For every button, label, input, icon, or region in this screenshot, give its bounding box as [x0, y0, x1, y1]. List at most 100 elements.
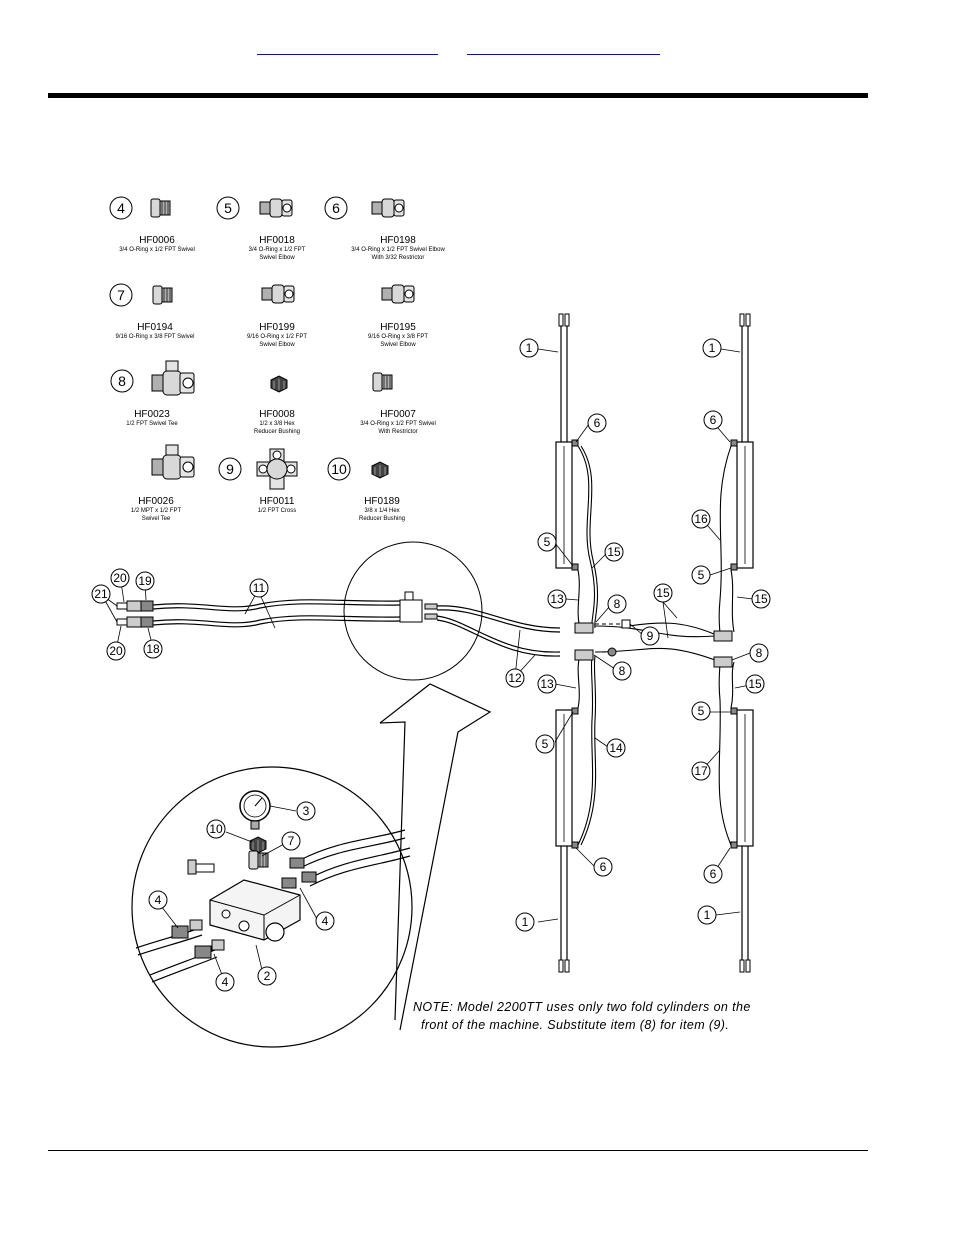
- svg-text:8: 8: [756, 646, 763, 660]
- part-desc-1: 3/4 O-Ring x 1/2 FPT Swivel Elbow: [351, 247, 445, 253]
- callout: 19: [135, 571, 155, 591]
- part-hf0195: HF0195 9/16 O-Ring x 3/8 FPT Swivel Elbo…: [368, 284, 428, 348]
- swivel-fitting-icon: [150, 198, 171, 218]
- part-number: HF0008: [259, 409, 295, 420]
- callout: 12: [505, 668, 525, 688]
- part-number: HF0007: [380, 409, 416, 420]
- callout: 20: [106, 641, 126, 661]
- callout: 3: [296, 801, 316, 821]
- item-number: 4: [117, 200, 125, 216]
- item-number: 7: [117, 287, 125, 303]
- callout: 9: [640, 626, 660, 646]
- item-balloon: [109, 283, 133, 307]
- svg-text:12: 12: [508, 671, 522, 685]
- callout: 8: [749, 643, 769, 663]
- header-rule: [48, 93, 868, 98]
- svg-text:4: 4: [322, 914, 329, 928]
- swivel-tee-icon: [151, 444, 195, 480]
- part-number: HF0018: [259, 235, 295, 246]
- part-number: HF0026: [138, 496, 174, 507]
- callout: 8: [607, 594, 627, 614]
- part-number: HF0199: [259, 322, 295, 333]
- part-item-7: 7 HF0194 9/16 O-Ring x 3/8 FPT Swivel: [109, 283, 195, 340]
- part-item-5: 5 HF0018 3/4 O-Ring x 1/2 FPT Swivel Elb…: [216, 196, 306, 261]
- elbow-fitting-icon: [261, 284, 295, 304]
- cross-fitting-icon: [256, 448, 298, 490]
- svg-text:6: 6: [710, 413, 717, 427]
- callout: 6: [587, 413, 607, 433]
- item-balloon: [110, 369, 134, 393]
- callout: 5: [691, 565, 711, 585]
- item-number: 5: [224, 200, 232, 216]
- part-item-9: 9 HF0011 1/2 FPT Cross: [218, 448, 298, 514]
- header-link-2[interactable]: [467, 40, 660, 55]
- item-balloon: [327, 457, 351, 481]
- note-line-2: front of the machine. Substitute item (8…: [421, 1018, 729, 1032]
- callout: 6: [593, 857, 613, 877]
- parts-legend: 4 HF0006 3/4 O-Ring x 1/2 FPT Swivel 5 H…: [109, 196, 445, 522]
- svg-text:15: 15: [748, 677, 762, 691]
- part-desc-2: Swivel Elbow: [259, 342, 295, 348]
- svg-text:8: 8: [619, 664, 626, 678]
- part-desc-1: 1/2 FPT Cross: [258, 508, 297, 514]
- callout: 1: [702, 338, 722, 358]
- callout: 15: [751, 589, 771, 609]
- item-number: 10: [331, 461, 347, 477]
- part-hf0007: HF0007 3/4 O-Ring x 1/2 FPT Swivel With …: [360, 372, 436, 435]
- item-balloon: [324, 196, 348, 220]
- hex-bushing-icon: [371, 461, 389, 479]
- svg-text:5: 5: [698, 704, 705, 718]
- svg-text:6: 6: [594, 416, 601, 430]
- svg-text:4: 4: [155, 893, 162, 907]
- svg-text:9: 9: [647, 629, 654, 643]
- svg-text:13: 13: [540, 677, 554, 691]
- part-desc-1: 3/4 O-Ring x 1/2 FPT Swivel: [119, 247, 195, 253]
- svg-text:16: 16: [694, 512, 708, 526]
- part-desc-2: With 3/32 Restrictor: [372, 255, 425, 261]
- svg-text:1: 1: [704, 908, 711, 922]
- callouts: 1 1 1 1 6 6 6 6 5 5 5 5 15 15 15 15 13 1…: [91, 338, 771, 992]
- part-number: HF0189: [364, 496, 400, 507]
- header-link-1[interactable]: [257, 40, 438, 55]
- svg-text:15: 15: [754, 592, 768, 606]
- swivel-tee-icon: [151, 360, 195, 396]
- svg-text:7: 7: [288, 834, 295, 848]
- svg-text:6: 6: [600, 860, 607, 874]
- svg-text:5: 5: [698, 568, 705, 582]
- svg-text:13: 13: [550, 592, 564, 606]
- callout: 8: [612, 661, 632, 681]
- callout: 15: [653, 583, 673, 603]
- item-balloon: [216, 196, 240, 220]
- svg-text:11: 11: [253, 581, 266, 595]
- svg-text:2: 2: [264, 969, 271, 983]
- note-line-1: NOTE: Model 2200TT uses only two fold cy…: [413, 1000, 751, 1014]
- callout: 6: [703, 864, 723, 884]
- item-number: 6: [332, 200, 340, 216]
- callout: 15: [604, 542, 624, 562]
- svg-text:8: 8: [614, 597, 621, 611]
- svg-text:1: 1: [522, 915, 529, 929]
- item-number: 8: [118, 373, 126, 389]
- part-desc-2: Swivel Elbow: [259, 255, 295, 261]
- part-desc-1: 1/2 MPT x 1/2 FPT: [131, 508, 182, 514]
- callout: 5: [537, 532, 557, 552]
- part-number: HF0195: [380, 322, 416, 333]
- callout: 16: [691, 509, 711, 529]
- elbow-fitting-icon: [381, 284, 415, 304]
- part-item-4: 4 HF0006 3/4 O-Ring x 1/2 FPT Swivel: [109, 196, 195, 253]
- svg-text:15: 15: [656, 586, 670, 600]
- callout: 1: [515, 912, 535, 932]
- svg-text:10: 10: [209, 822, 223, 836]
- callout: 13: [537, 674, 557, 694]
- part-desc-1: 1/2 x 3/8 Hex: [259, 421, 294, 427]
- hex-bushing-icon: [270, 375, 288, 393]
- part-desc-1: 3/4 O-Ring x 1/2 FPT: [249, 247, 306, 253]
- callout: 6: [703, 410, 723, 430]
- footer-rule: [48, 1150, 868, 1151]
- svg-text:20: 20: [113, 571, 127, 585]
- callout: 21: [91, 584, 111, 604]
- elbow-fitting-icon: [259, 198, 293, 218]
- part-desc-1: 9/16 O-Ring x 3/8 FPT Swivel: [116, 334, 195, 340]
- svg-text:19: 19: [138, 574, 152, 588]
- main-assembly: [116, 313, 754, 1048]
